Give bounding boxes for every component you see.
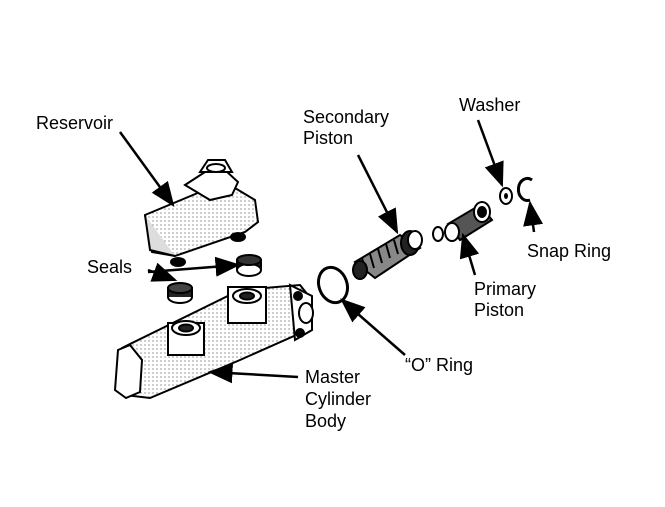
seal-right bbox=[236, 254, 262, 277]
label-master-cylinder-line1: Master bbox=[305, 367, 361, 387]
washer-hole bbox=[504, 193, 508, 199]
reservoir-part bbox=[143, 159, 260, 267]
leader-washer bbox=[476, 119, 504, 188]
master-cylinder-body-part bbox=[113, 283, 314, 400]
leader-primary-piston bbox=[459, 232, 480, 276]
label-snap-ring: Snap Ring bbox=[527, 241, 612, 261]
label-washer: Washer bbox=[459, 95, 521, 115]
label-o-ring: “O” Ring bbox=[405, 355, 474, 375]
small-washer-part bbox=[432, 226, 444, 242]
seal-left bbox=[167, 282, 193, 304]
leader-snap-ring bbox=[523, 200, 543, 233]
label-primary-piston-line2: Piston bbox=[474, 300, 525, 320]
leader-secondary-piston bbox=[356, 154, 399, 235]
label-secondary-piston-line1: Secondary bbox=[303, 107, 390, 127]
leader-o-ring bbox=[340, 298, 406, 356]
leader-master-cylinder bbox=[207, 363, 299, 384]
o-ring-part bbox=[316, 265, 350, 305]
secondary-piston-part bbox=[352, 230, 423, 280]
label-primary-piston-line1: Primary bbox=[474, 279, 536, 299]
label-master-cylinder-line2: Cylinder bbox=[305, 389, 372, 409]
leader-reservoir bbox=[118, 131, 175, 208]
label-seals: Seals bbox=[87, 257, 133, 277]
leader-seals-right bbox=[147, 256, 241, 277]
label-secondary-piston-line2: Piston bbox=[303, 128, 354, 148]
snap-ring-part bbox=[516, 176, 533, 202]
primary-piston-part bbox=[444, 201, 494, 242]
label-reservoir: Reservoir bbox=[36, 113, 114, 133]
leader-lines bbox=[118, 119, 543, 384]
label-master-cylinder-line3: Body bbox=[305, 411, 347, 431]
